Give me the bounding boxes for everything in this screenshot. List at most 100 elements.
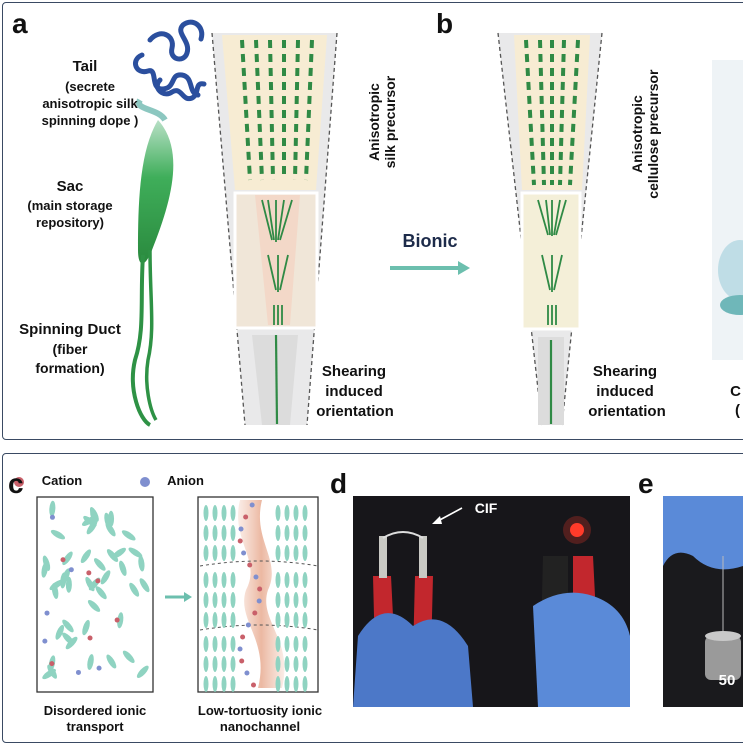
particle (284, 505, 290, 521)
particle (212, 612, 218, 628)
silk-gland-duct (130, 254, 152, 427)
tail-title: Tail (72, 58, 98, 75)
particle (221, 636, 227, 652)
cellulose-precursor-line1: Anisotropic (628, 95, 645, 173)
ion-dot (253, 574, 259, 580)
particle (284, 636, 290, 652)
anion-dot (68, 567, 74, 573)
particle (212, 545, 218, 561)
particle (62, 551, 73, 566)
beaker-photo-fragment (712, 60, 743, 360)
cation-dot (87, 635, 93, 641)
particle (119, 560, 127, 576)
particle (293, 592, 299, 608)
particle (302, 636, 308, 652)
ion-dot (257, 586, 263, 592)
particle (275, 525, 281, 541)
particle (203, 636, 209, 652)
anion-dot (49, 514, 55, 520)
particle (100, 570, 111, 585)
ion-dot (256, 598, 262, 604)
panel-d-label: d (330, 468, 348, 499)
particle (284, 592, 290, 608)
particle (230, 636, 236, 652)
particle (50, 529, 66, 540)
cellulose-shear-line2: induced (596, 383, 654, 400)
particle (104, 512, 112, 529)
particle (275, 545, 281, 561)
particle (275, 676, 281, 692)
silk-precursor-label: Anisotropic silk precursor (366, 42, 398, 202)
particle (230, 676, 236, 692)
particle (221, 525, 227, 541)
particle (212, 572, 218, 588)
cation-legend-icon (14, 477, 24, 487)
anion-dot (42, 638, 48, 644)
ion-dot (250, 682, 256, 688)
particle (275, 592, 281, 608)
particle (293, 572, 299, 588)
cation-dot (95, 578, 101, 584)
tail-desc-line1: (secrete (65, 79, 115, 94)
silk-dash-marks (240, 39, 314, 181)
panel-c-arrow (165, 592, 192, 602)
particle (203, 545, 209, 561)
particle (284, 545, 290, 561)
particle (221, 656, 227, 672)
silk-funnel-diagram (211, 32, 338, 426)
cation-legend-label: Cation (41, 473, 83, 488)
ion-dot (245, 622, 251, 628)
particle (284, 656, 290, 672)
particle (86, 520, 98, 535)
anion-dot (96, 665, 102, 671)
panel-e-photo (663, 496, 743, 707)
particle (212, 656, 218, 672)
disordered-caption-line2: transport (66, 719, 124, 734)
sac-desc-line2: repository) (36, 215, 104, 230)
sac-title: Sac (56, 178, 84, 195)
particle (302, 676, 308, 692)
particle (112, 547, 126, 559)
particle (293, 676, 299, 692)
cellulose-precursor-line2: cellulose precursor (645, 69, 661, 199)
ordered-particles (203, 502, 308, 692)
particle (62, 619, 74, 633)
silk-shear-line1: Shearing (321, 363, 387, 380)
particle (293, 612, 299, 628)
particle (117, 612, 124, 629)
particle (302, 612, 308, 628)
tail-desc-line2: anisotropic silk (42, 96, 138, 111)
particle (138, 555, 145, 572)
duct-title: Spinning Duct (19, 321, 121, 338)
particle (139, 578, 150, 593)
particle (284, 525, 290, 541)
particle (230, 612, 236, 628)
particle (275, 656, 281, 672)
duct-desc-line2: formation) (35, 360, 105, 376)
silk-flow-arrows (261, 199, 293, 425)
cation-dot (49, 661, 55, 667)
particle (212, 525, 218, 541)
panel-c-label: c (8, 468, 24, 499)
ion-dot (244, 670, 250, 676)
particle (106, 549, 119, 562)
cut-off-text-1: C (730, 383, 741, 400)
silk-gland-sac (138, 120, 174, 264)
sac-desc-line1: (main storage (27, 198, 113, 213)
particle (302, 592, 308, 608)
particle (221, 676, 227, 692)
particle (284, 612, 290, 628)
particle (106, 654, 117, 669)
particle (230, 545, 236, 561)
particle (284, 676, 290, 692)
ion-dot (252, 610, 258, 616)
particle (121, 530, 136, 541)
particle (293, 505, 299, 521)
cut-off-text-2: ( (735, 402, 740, 419)
particle (221, 505, 227, 521)
cation-dot (114, 617, 120, 623)
particle (128, 547, 143, 558)
particle (203, 612, 209, 628)
bionic-label: Bionic (402, 231, 458, 251)
